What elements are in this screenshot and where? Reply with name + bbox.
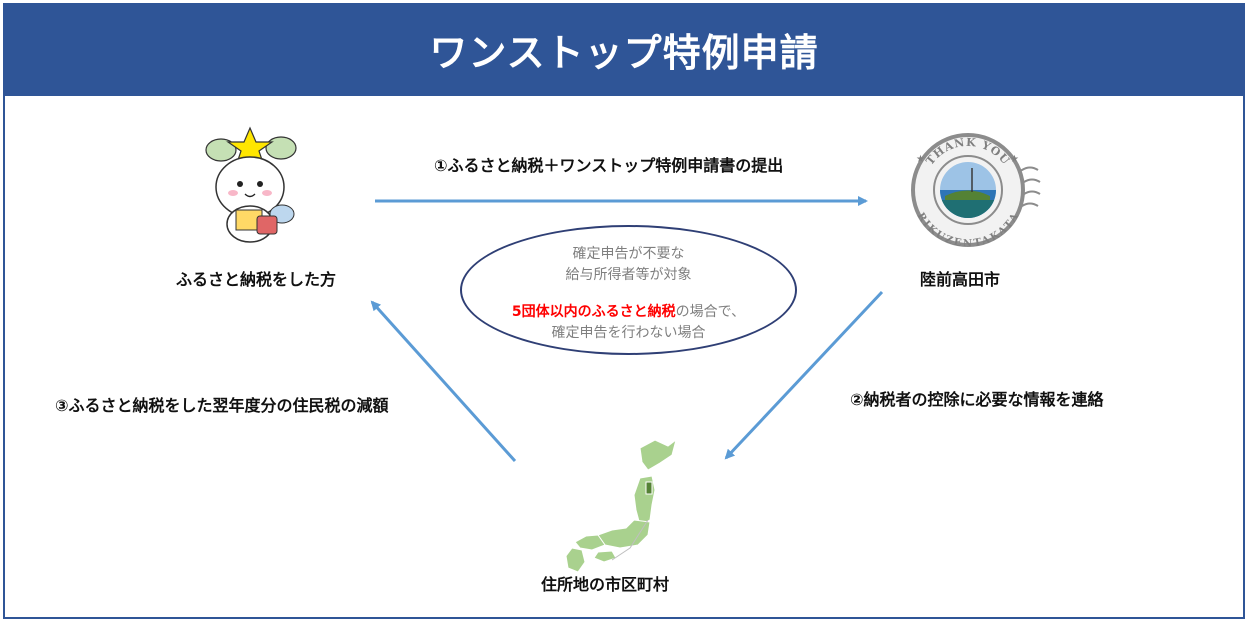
condition-highlight: 5団体以内のふるさと納税 — [511, 304, 676, 320]
title-bar: ワンストップ特例申請 — [3, 3, 1245, 96]
step1-label: ①ふるさと納税＋ワンストップ特例申請書の提出 — [434, 156, 784, 175]
municipality-label: 住所地の市区町村 — [541, 575, 670, 594]
condition-line3: 5団体以内のふるさと納税の場合で、 — [460, 301, 797, 321]
condition-line1: 確定申告が不要な — [572, 246, 685, 262]
condition-line2: 給与所得者等が対象 — [565, 267, 692, 283]
page-title: ワンストップ特例申請 — [429, 31, 819, 75]
condition-ellipse — [460, 225, 797, 355]
city-label: 陸前高田市 — [920, 270, 1001, 289]
arrow-step2 — [724, 290, 884, 460]
step2-label: ②納税者の控除に必要な情報を連絡 — [850, 390, 1104, 409]
arrow-step3 — [370, 300, 517, 463]
step3-label: ③ふるさと納税をした翌年度分の住民税の減額 — [55, 396, 389, 415]
donor-label: ふるさと納税をした方 — [176, 270, 337, 289]
condition-line4: 確定申告を行わない場合 — [551, 325, 706, 341]
condition-line3-rest: の場合で、 — [675, 304, 746, 320]
